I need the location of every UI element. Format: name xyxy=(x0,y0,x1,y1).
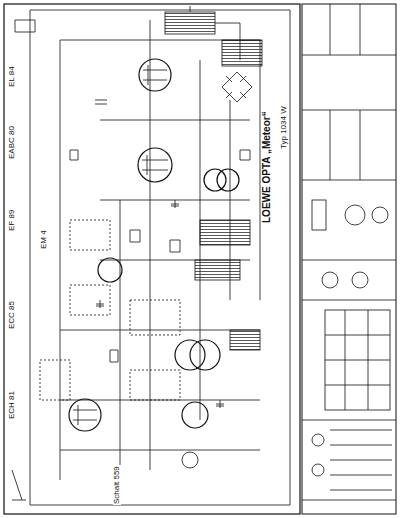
diagram-title: LOEWE OPTA „Meteor“ xyxy=(262,109,272,225)
tube-label: ECH 81 xyxy=(8,390,16,420)
tube-label: Typ 1034 W xyxy=(280,105,288,150)
tube-label: EM 4 xyxy=(40,229,48,250)
tube-label: EL 84 xyxy=(8,65,16,88)
tube-label: Schalt 559 xyxy=(113,465,121,505)
tube-label: ECC 85 xyxy=(8,300,16,330)
tube-label: EF 89 xyxy=(8,209,16,232)
tube-label: EABC 80 xyxy=(8,125,16,160)
